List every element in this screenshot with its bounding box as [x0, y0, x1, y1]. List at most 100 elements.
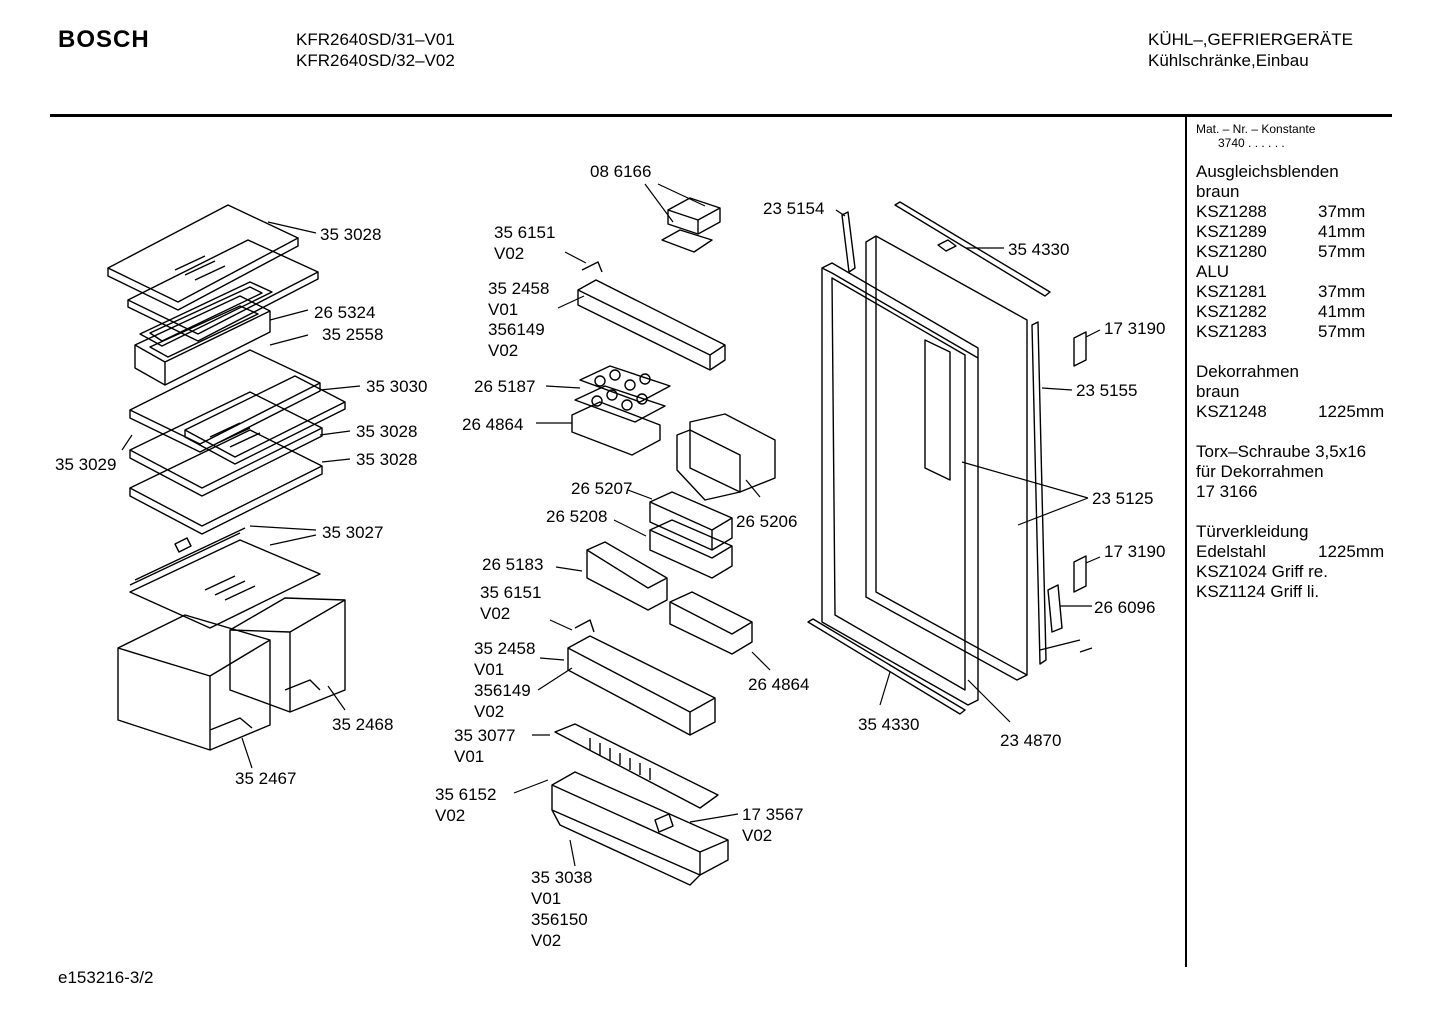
sidebar-heading: Türverkleidung: [1196, 522, 1309, 541]
sidebar-part-row: KSZ1282 41mm: [1196, 302, 1396, 322]
label-35-3028-top: 35 3028: [320, 225, 381, 244]
brand-logo: BOSCH: [58, 26, 150, 53]
sidebar-heading: braun: [1196, 382, 1240, 401]
sidebar-heading: braun: [1196, 182, 1240, 201]
label-23-5125: 23 5125: [1092, 489, 1153, 508]
sidebar-heading: KSZ1124 Griff li.: [1196, 582, 1320, 601]
category-subtitle: Kühlschränke,Einbau: [1148, 51, 1309, 70]
part-code: KSZ1283: [1196, 322, 1267, 341]
label-26-4864-a: 26 4864: [462, 415, 523, 434]
label-23-5154: 23 5154: [763, 199, 824, 218]
label-26-5187: 26 5187: [474, 377, 535, 396]
sidebar-heading: 17 3166: [1196, 482, 1258, 501]
bottom-door-bin-35-3038: [551, 771, 729, 886]
part-code: KSZ1289: [1196, 222, 1267, 241]
crisper-cover: [129, 527, 321, 629]
label-35-6152: 35 6152: [435, 785, 496, 804]
part-size: 41mm: [1318, 222, 1366, 241]
part-size: 57mm: [1318, 322, 1366, 341]
part-size: 41mm: [1318, 302, 1366, 321]
drawing-code: e153216-3/2: [58, 968, 154, 987]
label-26-5206: 26 5206: [736, 512, 797, 531]
part-code: KSZ1288: [1196, 202, 1267, 221]
label-35-2468: 35 2468: [332, 715, 393, 734]
label-v01-b: V01: [474, 660, 504, 679]
label-23-5155: 23 5155: [1076, 381, 1137, 400]
label-v02-g: V02: [531, 931, 561, 950]
part-code: KSZ1282: [1196, 302, 1267, 321]
mat-constant-value: 3740 . . . . . .: [1218, 136, 1285, 150]
part-code: KSZ1280: [1196, 242, 1267, 261]
sidebar-heading: Torx–Schraube 3,5x16: [1196, 442, 1367, 461]
glass-shelf-35-3028-b: [129, 429, 323, 535]
part-size: 37mm: [1318, 282, 1366, 301]
label-35-2458-b: 35 2458: [474, 639, 535, 658]
bracket-26-6096: [1039, 584, 1093, 653]
label-23-4870: 23 4870: [1000, 731, 1061, 750]
part-size: 57mm: [1318, 242, 1366, 261]
door-bin-26-5207: [649, 491, 733, 551]
tray-35-2558: [134, 295, 271, 386]
label-17-3567: 17 3567: [742, 805, 803, 824]
label-35-3029: 35 3029: [55, 455, 116, 474]
part-size: 1225mm: [1318, 542, 1385, 561]
label-26-5208: 26 5208: [546, 507, 607, 526]
sidebar-heading: ALU: [1196, 262, 1230, 281]
sidebar-part-row: KSZ1248 1225mm: [1196, 402, 1396, 422]
label-v02-e: V02: [435, 806, 465, 825]
sidebar-part-row: KSZ1280 57mm: [1196, 242, 1396, 262]
glass-shelf-35-3028-a: [129, 391, 323, 497]
label-35-3077: 35 3077: [454, 726, 515, 745]
hinge-strip-23-5155: [1031, 321, 1047, 665]
model-number-1: KFR2640SD/31–V01: [296, 30, 455, 49]
frame-26-5324: [139, 281, 273, 347]
sidebar-heading: für Dekorrahmen: [1196, 462, 1324, 481]
part-code: KSZ1281: [1196, 282, 1267, 301]
leader-lines: [121, 183, 1101, 867]
label-v02-a: V02: [494, 244, 524, 263]
label-35-2558: 35 2558: [322, 325, 383, 344]
label-v02-b: V02: [488, 341, 518, 360]
glass-shelf-insert: [184, 375, 346, 465]
hinge-cover-lower: [1073, 555, 1087, 593]
bottle-rail-35-3077: [554, 723, 719, 809]
label-26-5207: 26 5207: [571, 479, 632, 498]
label-v02-d: V02: [474, 702, 504, 721]
label-356149-b: 356149: [474, 681, 531, 700]
label-v01-a: V01: [488, 300, 518, 319]
hinge-cover-upper: [1073, 331, 1087, 367]
sidebar-part-row: Edelstahl 1225mm: [1196, 542, 1396, 562]
sidebar-part-row: KSZ1283 57mm: [1196, 322, 1396, 342]
label-v01-c: V01: [454, 747, 484, 766]
door-bin-26-5208: [649, 519, 733, 579]
label-v02-c: V02: [480, 604, 510, 623]
bottle-holder-26-5206: [676, 413, 776, 501]
door-shelf-upper: [577, 261, 726, 371]
part-code: Edelstahl: [1196, 542, 1266, 561]
header-divider: [50, 114, 1392, 117]
part-size: 1225mm: [1318, 402, 1385, 421]
part-code: KSZ1248: [1196, 402, 1267, 421]
sidebar-part-row: KSZ1281 37mm: [1196, 282, 1396, 302]
label-35-2458-a: 35 2458: [488, 279, 549, 298]
egg-tray: [571, 365, 671, 456]
label-356149-a: 356149: [488, 320, 545, 339]
label-35-6151-a: 35 6151: [494, 223, 555, 242]
label-35-6151-b: 35 6151: [480, 583, 541, 602]
label-35-3030: 35 3030: [366, 377, 427, 396]
label-17-3190-a: 17 3190: [1104, 319, 1165, 338]
sidebar-heading: Ausgleichsblenden: [1196, 162, 1339, 181]
label-26-5324: 26 5324: [314, 303, 375, 322]
sidebar-heading: Dekorrahmen: [1196, 362, 1299, 381]
label-35-3038: 35 3038: [531, 868, 592, 887]
category-title: KÜHL–,GEFRIERGERÄTE: [1148, 30, 1353, 49]
small-box-08-6166: [661, 197, 721, 253]
label-35-3028-b: 35 3028: [356, 450, 417, 469]
part-labels: 35 3028 26 5324 35 2558 35 3030 35 3028 …: [55, 162, 1165, 950]
label-35-4330-bottom: 35 4330: [858, 715, 919, 734]
rail-35-4330-bottom: [807, 618, 966, 715]
sidebar-parts-list: Mat. – Nr. – Konstante 3740 . . . . . . …: [1196, 122, 1396, 602]
door-shelf-lower: [567, 619, 716, 736]
